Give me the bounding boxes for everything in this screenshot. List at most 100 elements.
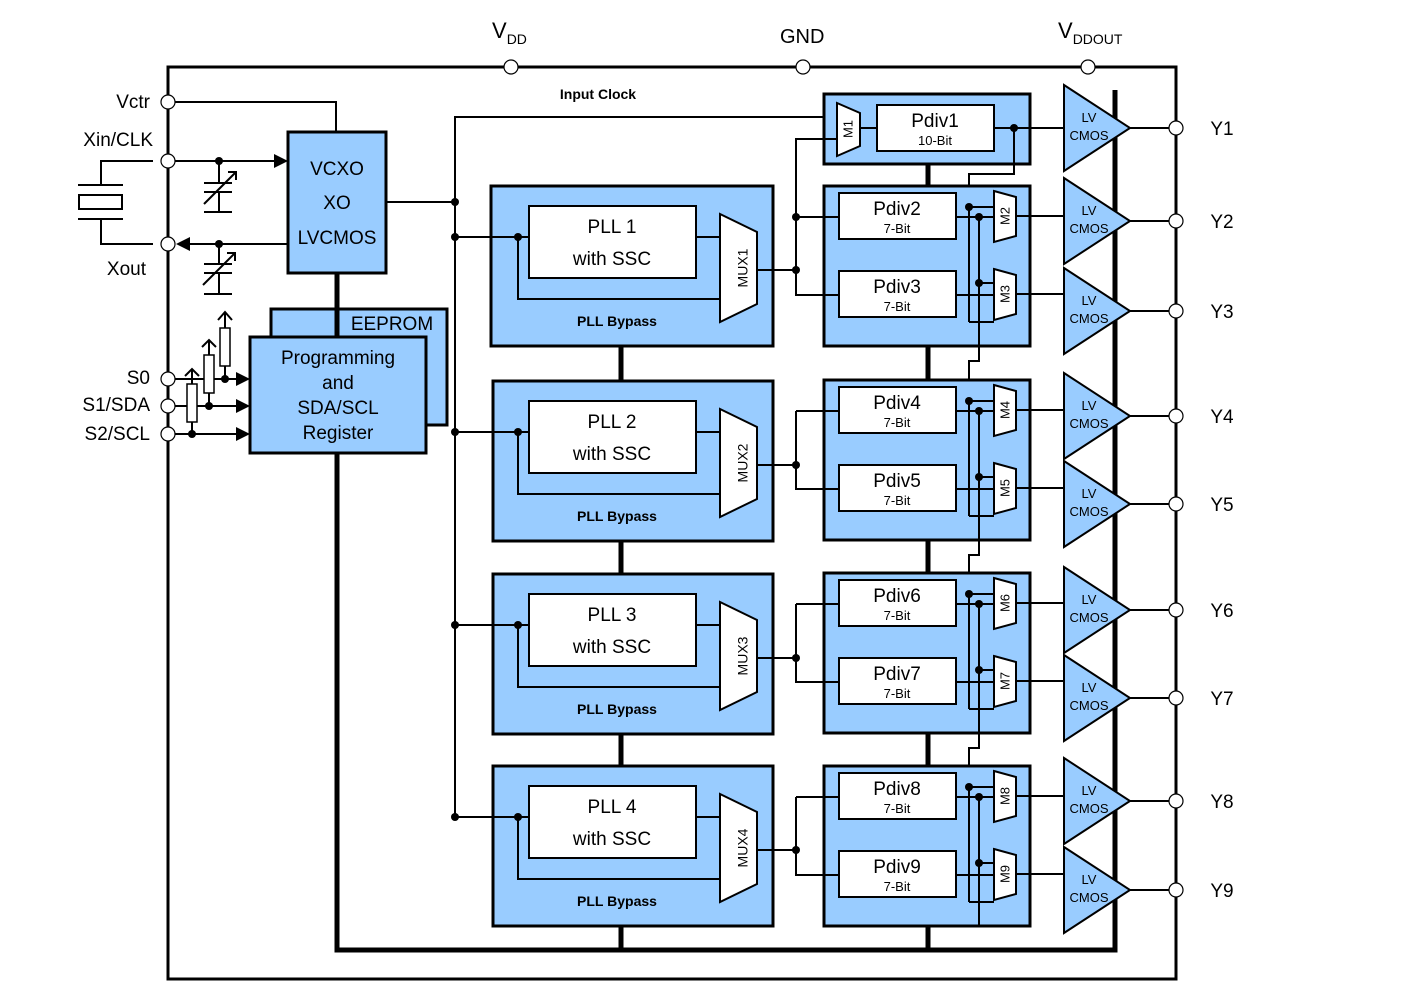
divider-name: Pdiv3 bbox=[873, 277, 921, 298]
output-pin-y2[interactable] bbox=[1168, 213, 1184, 229]
mux-m2[interactable] bbox=[993, 189, 1017, 244]
buffer-label: LV bbox=[1082, 398, 1097, 413]
s1-pin[interactable] bbox=[160, 398, 176, 414]
pll-sub: with SSC bbox=[572, 829, 651, 850]
output-label-y6: Y6 bbox=[1210, 601, 1233, 622]
pll-sub: with SSC bbox=[572, 637, 651, 658]
mux-4[interactable] bbox=[719, 792, 758, 904]
pll-core-1 bbox=[528, 205, 697, 279]
output-pin-y1[interactable] bbox=[1168, 120, 1184, 136]
mux-m3[interactable] bbox=[993, 267, 1017, 322]
lvcmos-buffer-2 bbox=[1063, 176, 1132, 266]
mux-2[interactable] bbox=[719, 407, 758, 519]
pll-name: PLL 4 bbox=[588, 797, 637, 818]
pdiv9-box bbox=[838, 850, 957, 898]
pll-name: PLL 2 bbox=[588, 412, 637, 433]
mux-label: MUX4 bbox=[735, 828, 751, 867]
buffer-label: LV bbox=[1082, 110, 1097, 125]
divider-bits: 7-Bit bbox=[884, 221, 911, 236]
mux-label: MUX3 bbox=[735, 636, 751, 675]
eeprom-label: EEPROM bbox=[351, 314, 433, 335]
bypass-wire bbox=[517, 817, 720, 880]
divider-name: Pdiv7 bbox=[873, 664, 921, 685]
mux-label: M6 bbox=[997, 594, 1012, 612]
pdiv2-box bbox=[838, 192, 957, 240]
buffer-label: LV bbox=[1082, 783, 1097, 798]
divider-name: Pdiv1 bbox=[911, 111, 959, 132]
output-label-y5: Y5 bbox=[1210, 495, 1233, 516]
buffer-label: CMOS bbox=[1070, 221, 1109, 236]
lvcmos-buffer-9 bbox=[1063, 845, 1132, 935]
pll-bypass-label: PLL Bypass bbox=[577, 508, 657, 524]
lvcmos-buffer-1 bbox=[1063, 83, 1132, 173]
output-pin-y8[interactable] bbox=[1168, 793, 1184, 809]
buffer-label: CMOS bbox=[1070, 504, 1109, 519]
wire bbox=[795, 797, 839, 876]
vdd-pin[interactable] bbox=[503, 59, 519, 75]
mux-label: MUX1 bbox=[735, 248, 751, 287]
output-label-y1: Y1 bbox=[1210, 119, 1233, 140]
junction-dot bbox=[975, 407, 983, 415]
mux-m7[interactable] bbox=[993, 654, 1017, 709]
output-label-y3: Y3 bbox=[1210, 302, 1233, 323]
mux-1[interactable] bbox=[719, 212, 758, 324]
mux-m8[interactable] bbox=[993, 769, 1017, 824]
wire bbox=[795, 217, 839, 296]
pll-name: PLL 3 bbox=[588, 605, 637, 626]
divider-name: Pdiv9 bbox=[873, 857, 921, 878]
mux-m4[interactable] bbox=[993, 383, 1017, 438]
divider-bits: 7-Bit bbox=[884, 415, 911, 430]
pll-sub: with SSC bbox=[572, 444, 651, 465]
mux-m5[interactable] bbox=[993, 461, 1017, 516]
gnd-label: GND bbox=[780, 26, 824, 48]
vctr-label: Vctr bbox=[116, 92, 150, 113]
pll-bypass-label: PLL Bypass bbox=[577, 701, 657, 717]
xout-label: Xout bbox=[107, 259, 147, 280]
vctr-pin[interactable] bbox=[160, 94, 176, 110]
bypass-wire bbox=[517, 625, 720, 688]
variable-capacitor-icon bbox=[202, 244, 236, 295]
buffer-label: LV bbox=[1082, 872, 1097, 887]
s2-pin[interactable] bbox=[160, 426, 176, 442]
bypass-wire bbox=[517, 432, 720, 495]
prog-label-4: Register bbox=[303, 423, 374, 444]
chip-outline bbox=[166, 65, 1178, 981]
output-pin-y9[interactable] bbox=[1168, 882, 1184, 898]
pdiv5-box bbox=[838, 464, 957, 512]
buffer-label: CMOS bbox=[1070, 801, 1109, 816]
mux-3[interactable] bbox=[719, 600, 758, 712]
mux-label: M9 bbox=[997, 865, 1012, 883]
gnd-pin[interactable] bbox=[795, 59, 811, 75]
mux-label: M5 bbox=[997, 479, 1012, 497]
output-label-y2: Y2 bbox=[1210, 212, 1233, 233]
buffer-label: CMOS bbox=[1070, 311, 1109, 326]
xout-pin[interactable] bbox=[160, 236, 176, 252]
xin-pin[interactable] bbox=[160, 153, 176, 169]
s1-label: S1/SDA bbox=[82, 395, 150, 416]
divider-bits: 7-Bit bbox=[884, 493, 911, 508]
output-pin-y3[interactable] bbox=[1168, 303, 1184, 319]
mux-m9[interactable] bbox=[993, 847, 1017, 902]
buffer-label: CMOS bbox=[1070, 890, 1109, 905]
pll-core-2 bbox=[528, 400, 697, 474]
buffer-label: LV bbox=[1082, 203, 1097, 218]
input-clock-label: Input Clock bbox=[560, 86, 636, 102]
buffer-label: CMOS bbox=[1070, 698, 1109, 713]
pll-core-4 bbox=[528, 785, 697, 859]
divider-bits: 10-Bit bbox=[918, 133, 952, 148]
divider-name: Pdiv4 bbox=[873, 393, 921, 414]
output-pin-y4[interactable] bbox=[1168, 408, 1184, 424]
mux-m6[interactable] bbox=[993, 576, 1017, 631]
vddout-pin[interactable] bbox=[1080, 59, 1096, 75]
s0-pin[interactable] bbox=[160, 371, 176, 387]
pdiv4-box bbox=[838, 386, 957, 434]
output-pin-y5[interactable] bbox=[1168, 496, 1184, 512]
buffer-label: CMOS bbox=[1070, 610, 1109, 625]
output-pin-y7[interactable] bbox=[1168, 690, 1184, 706]
osc-label-xo: XO bbox=[323, 193, 350, 214]
bypass-wire bbox=[517, 237, 720, 300]
junction-dot bbox=[975, 213, 983, 221]
buffer-label: LV bbox=[1082, 680, 1097, 695]
programming-register-block bbox=[248, 335, 428, 455]
output-pin-y6[interactable] bbox=[1168, 602, 1184, 618]
